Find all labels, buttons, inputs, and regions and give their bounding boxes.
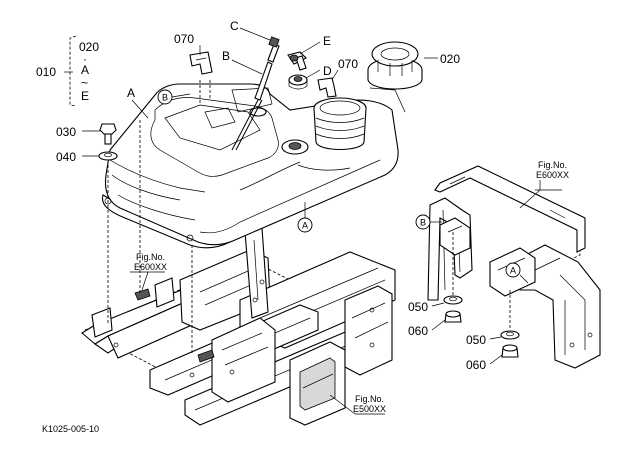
svg-text:E600XX: E600XX	[536, 170, 569, 180]
callout-070-left: 070	[174, 32, 194, 46]
callout-040: 040	[56, 150, 76, 164]
circled-A-tank: A	[297, 217, 313, 233]
callout-020-range-tilde: ~	[81, 76, 88, 90]
svg-text:B: B	[162, 93, 168, 103]
fig-ref-e500: Fig.No. E500XX	[353, 394, 386, 414]
circled-A-frame: A	[505, 262, 521, 278]
callout-020-range-A: A	[81, 63, 89, 77]
fitting-e	[287, 51, 307, 71]
svg-text:B: B	[420, 218, 426, 228]
svg-text:E500XX: E500XX	[353, 404, 386, 414]
callout-050-bottom: 050	[466, 333, 486, 347]
callout-060-bottom: 060	[466, 358, 486, 372]
nut-060-bottom	[501, 344, 519, 358]
callout-010: 010	[36, 65, 56, 79]
callout-labels: 010 020 · A ~ E 030 040 070 070 020 A B …	[36, 19, 486, 372]
svg-text:Fig.No.: Fig.No.	[355, 394, 384, 404]
clip-070-left	[189, 51, 213, 75]
svg-text:E600XX: E600XX	[134, 262, 167, 272]
bolt-030	[99, 123, 117, 145]
gauge-rod	[231, 36, 280, 151]
letter-B: B	[222, 49, 230, 63]
letter-C: C	[230, 19, 239, 33]
fuel-tank	[101, 83, 399, 249]
svg-text:Fig.No.: Fig.No.	[538, 160, 567, 170]
callout-060-top: 060	[408, 324, 428, 338]
nut-060-top	[444, 310, 462, 323]
svg-text:Fig.No.: Fig.No.	[136, 252, 165, 262]
circled-B-top: B	[157, 89, 173, 105]
grommet-d	[288, 74, 308, 90]
letter-D: D	[323, 64, 332, 78]
fuel-cap	[367, 41, 423, 90]
letter-E: E	[323, 34, 331, 48]
callout-020-range-dot: ·	[83, 52, 87, 66]
diagram-code: K1025-005-10	[42, 424, 99, 434]
washer-050-bottom	[500, 330, 520, 340]
callout-050-top: 050	[408, 300, 428, 314]
svg-text:A: A	[302, 221, 308, 231]
circled-B-frame: B	[415, 214, 431, 230]
svg-text:A: A	[510, 266, 516, 276]
callout-070-right: 070	[338, 57, 358, 71]
fig-ref-e600-right: Fig.No. E600XX	[536, 160, 569, 180]
washer-040	[98, 151, 118, 161]
letter-A: A	[127, 86, 135, 100]
callout-020-range-top: 020	[79, 40, 99, 54]
callout-030: 030	[56, 125, 76, 139]
callout-020-range-E: E	[81, 89, 89, 103]
main-frame	[81, 227, 396, 426]
washer-050-top	[443, 295, 463, 305]
callout-020-cap: 020	[440, 52, 460, 66]
clip-070-right	[317, 77, 337, 98]
leader-lines	[64, 27, 562, 415]
fig-ref-e600-left: Fig.No. E600XX	[134, 252, 167, 272]
